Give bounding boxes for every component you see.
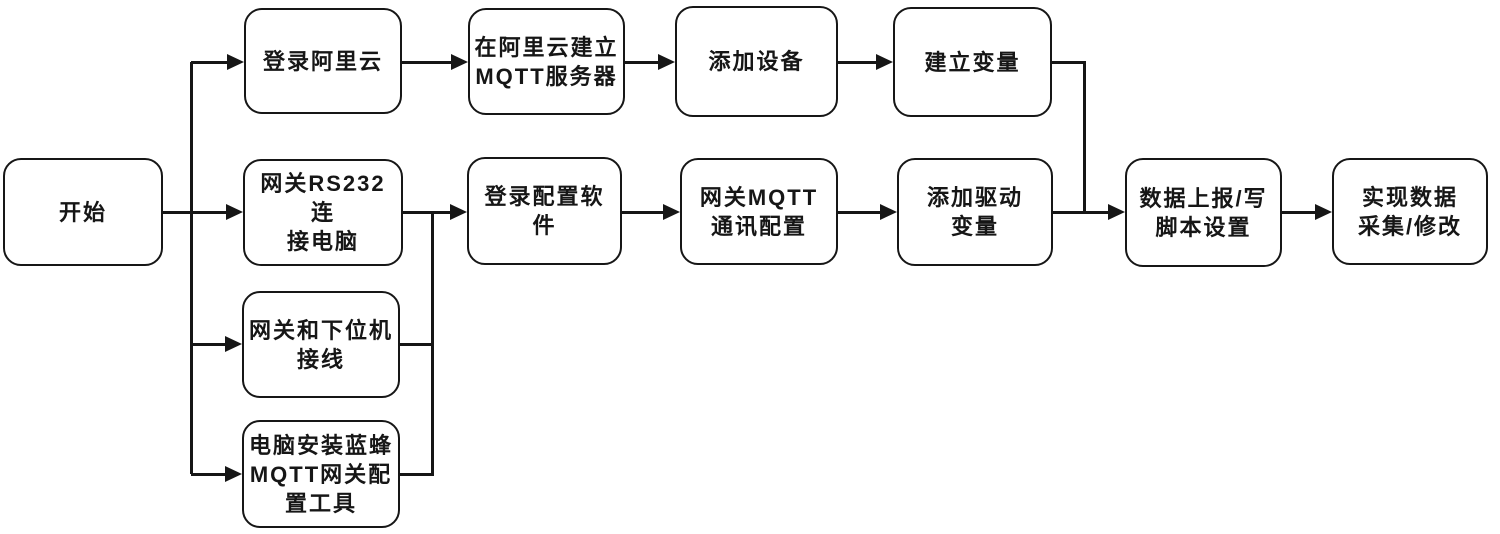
connector-line bbox=[400, 472, 434, 476]
flow-node-login-aliyun: 登录阿里云 bbox=[244, 8, 402, 114]
flow-node-label: 实现数据 采集/修改 bbox=[1357, 184, 1463, 239]
flow-node-create-mqtt-server: 在阿里云建立 MQTT服务器 bbox=[468, 8, 625, 115]
flow-node-label: 网关RS232连 接电脑 bbox=[260, 171, 386, 254]
flow-node-gateway-mqtt-config: 网关MQTT 通讯配置 bbox=[680, 158, 838, 265]
arrowhead-icon bbox=[663, 204, 680, 220]
arrowhead-icon bbox=[1315, 204, 1332, 220]
flow-node-label: 数据上报/写 脚本设置 bbox=[1139, 185, 1268, 240]
flow-node-start: 开始 bbox=[3, 158, 163, 266]
connector-line bbox=[1082, 62, 1086, 212]
flow-node-label: 在阿里云建立 MQTT服务器 bbox=[474, 34, 619, 89]
flow-node-install-config-tool: 电脑安装蓝蜂 MQTT网关配 置工具 bbox=[242, 420, 400, 528]
flow-node-label: 登录阿里云 bbox=[262, 48, 383, 74]
flow-node-label: 网关MQTT 通讯配置 bbox=[699, 184, 819, 239]
flow-node-label: 网关和下位机 接线 bbox=[248, 317, 393, 372]
arrowhead-icon bbox=[876, 54, 893, 70]
connector-line bbox=[191, 472, 226, 476]
arrowhead-icon bbox=[226, 204, 243, 220]
flow-node-label: 登录配置软件 bbox=[484, 184, 605, 238]
connector-line bbox=[838, 60, 877, 64]
connector-line bbox=[1282, 210, 1316, 214]
connector-line bbox=[189, 62, 193, 474]
connector-line bbox=[1053, 210, 1109, 214]
flow-node-data-collection: 实现数据 采集/修改 bbox=[1332, 158, 1488, 265]
flow-node-label: 建立变量 bbox=[924, 49, 1021, 75]
connector-line bbox=[163, 210, 227, 214]
connector-line bbox=[622, 210, 664, 214]
flow-node-label: 开始 bbox=[58, 199, 107, 225]
arrowhead-icon bbox=[658, 54, 675, 70]
connector-line bbox=[191, 342, 226, 346]
flow-node-gateway-rs232: 网关RS232连 接电脑 bbox=[243, 159, 403, 266]
flow-node-add-device: 添加设备 bbox=[675, 6, 838, 117]
arrowhead-icon bbox=[227, 54, 244, 70]
arrowhead-icon bbox=[1108, 204, 1125, 220]
connector-line bbox=[430, 212, 434, 474]
arrowhead-icon bbox=[225, 466, 242, 482]
flow-node-add-driver-variable: 添加驱动 变量 bbox=[897, 158, 1053, 266]
connector-line bbox=[400, 342, 434, 346]
arrowhead-icon bbox=[225, 336, 242, 352]
arrowhead-icon bbox=[451, 54, 468, 70]
flow-node-label: 添加设备 bbox=[708, 49, 805, 74]
flow-node-label: 添加驱动 变量 bbox=[926, 185, 1023, 239]
connector-line bbox=[403, 210, 451, 214]
connector-line bbox=[625, 60, 659, 64]
flow-node-label: 电脑安装蓝蜂 MQTT网关配 置工具 bbox=[248, 432, 393, 516]
arrowhead-icon bbox=[450, 204, 467, 220]
flow-node-login-config-software: 登录配置软件 bbox=[467, 157, 622, 265]
connector-line bbox=[1052, 60, 1086, 64]
connector-line bbox=[838, 210, 881, 214]
arrowhead-icon bbox=[880, 204, 897, 220]
connector-line bbox=[402, 60, 452, 64]
flow-node-create-variable: 建立变量 bbox=[893, 7, 1052, 117]
flow-node-data-report-script: 数据上报/写 脚本设置 bbox=[1125, 158, 1282, 267]
flow-node-gateway-wiring: 网关和下位机 接线 bbox=[242, 291, 400, 398]
connector-line bbox=[191, 60, 228, 64]
